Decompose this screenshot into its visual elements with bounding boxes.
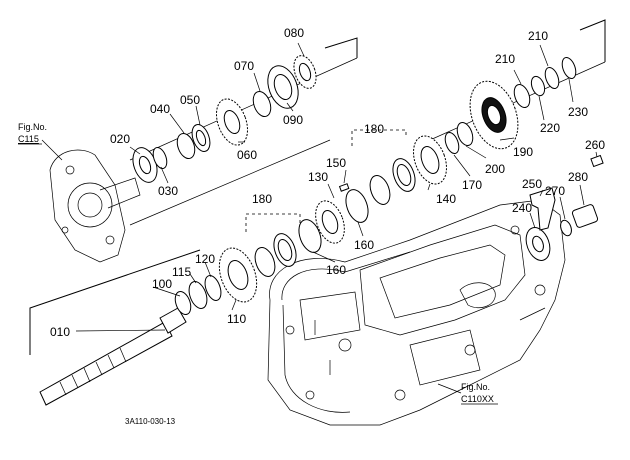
part-label-130: 130 [308, 170, 328, 184]
part-label-040: 040 [150, 102, 170, 116]
figure-ref-c115-line1: Fig.No. [18, 122, 47, 132]
part-label-270: 270 [545, 184, 565, 198]
part-label-070: 070 [234, 59, 254, 73]
part-label-190: 190 [513, 145, 533, 159]
part-label-210-left: 210 [495, 52, 515, 66]
part-label-020: 020 [110, 132, 130, 146]
part-label-060: 060 [237, 148, 257, 162]
part-label-010: 010 [50, 325, 70, 339]
part-label-250: 250 [522, 177, 542, 191]
front-cover [49, 149, 141, 263]
part-label-220: 220 [540, 121, 560, 135]
part-label-280: 280 [568, 170, 588, 184]
part-label-050: 050 [180, 93, 200, 107]
part-label-180-upper: 180 [364, 122, 384, 136]
part-label-240: 240 [512, 201, 532, 215]
part-label-080: 080 [284, 26, 304, 40]
part-label-150: 150 [326, 156, 346, 170]
part-label-090: 090 [283, 113, 303, 127]
drawing-code: 3A110-030-13 [125, 417, 176, 426]
part-label-230: 230 [568, 105, 588, 119]
part-label-160-upper: 160 [354, 238, 374, 252]
part-label-100: 100 [152, 277, 172, 291]
figure-ref-c110xx-line1: Fig.No. [461, 382, 490, 392]
part-label-120: 120 [195, 252, 215, 266]
assembly-boundary-lines [29, 19, 606, 355]
part-label-110: 110 [227, 312, 246, 326]
leader-lines [75, 42, 598, 332]
part-label-160-lower: 160 [326, 263, 346, 277]
part-labels: 010 020 030 040 050 060 070 080 090 100 … [50, 26, 605, 339]
part-label-260: 260 [585, 138, 605, 152]
transmission-case [267, 199, 566, 426]
figure-ref-c115-line2: C115 [18, 134, 39, 144]
part-label-030: 030 [158, 184, 178, 198]
part-label-170: 170 [462, 178, 482, 192]
group-brackets [245, 129, 407, 232]
figure-ref-c110xx: Fig.No. C110XX [437, 382, 498, 405]
figure-ref-c115: Fig.No. C115 [18, 122, 63, 161]
part-label-180-lower: 180 [252, 192, 272, 206]
part-label-115: 115 [172, 265, 191, 279]
part-label-140: 140 [436, 192, 456, 206]
part-label-200: 200 [485, 162, 505, 176]
main-shaft [39, 307, 187, 406]
part-label-210-right: 210 [528, 29, 548, 43]
gear-components [132, 55, 604, 316]
figure-ref-c110xx-line2: C110XX [461, 394, 494, 404]
